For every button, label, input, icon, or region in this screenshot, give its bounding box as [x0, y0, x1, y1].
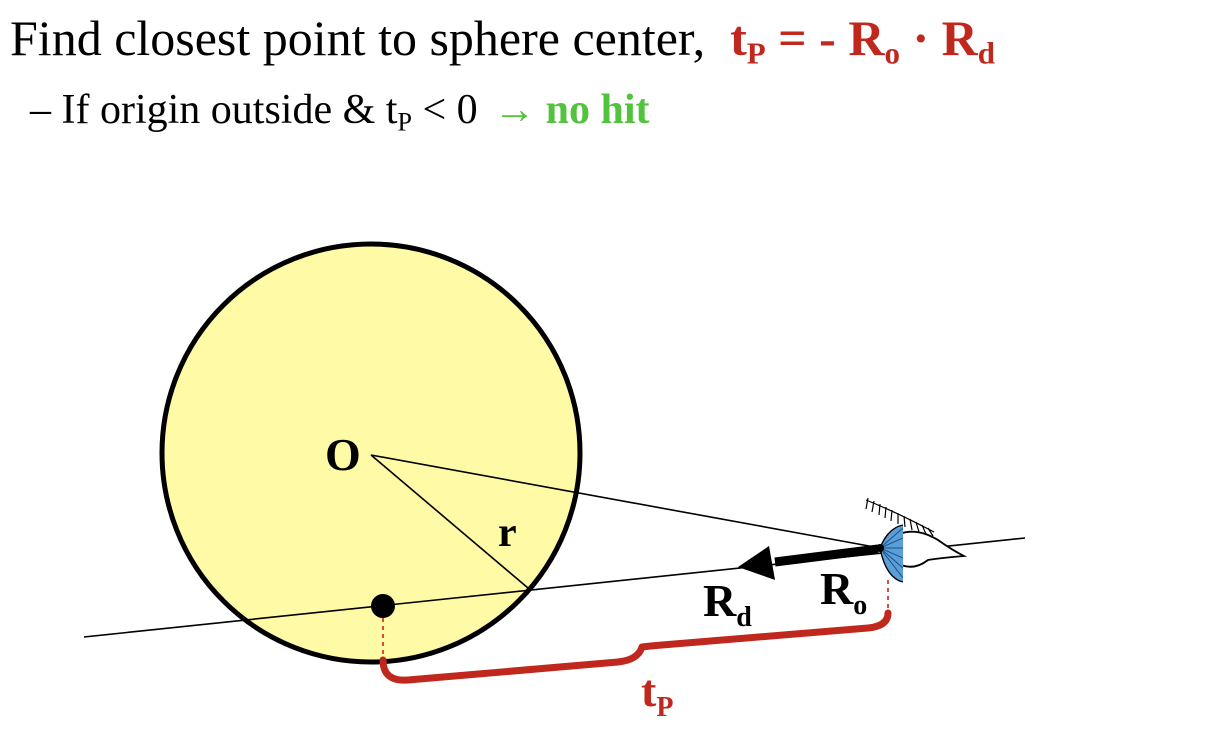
closest-point	[371, 594, 395, 618]
formula: tP = - Ro · Rd	[718, 10, 995, 71]
formula-dot: ·	[899, 10, 942, 66]
bullet-cmp: < 0	[411, 87, 478, 133]
direction-label-sub: d	[736, 602, 752, 633]
center-to-origin-line	[370, 454, 881, 549]
tp-label: tP	[641, 665, 673, 723]
eye-icon	[865, 497, 968, 583]
origin-label-main: R	[820, 563, 854, 614]
formula-r1: R	[848, 10, 885, 66]
formula-lhs: t	[730, 10, 747, 66]
radius-label: r	[498, 510, 517, 556]
tp-label-main: t	[641, 665, 657, 716]
heading-line: Find closest point to sphere center, tP …	[10, 6, 995, 86]
tp-label-sub: P	[656, 692, 673, 723]
center-label: O	[325, 429, 361, 480]
sphere	[159, 241, 583, 665]
origin-label-sub: o	[853, 590, 867, 621]
no-hit-text: no hit	[545, 87, 650, 133]
direction-arrow-head	[738, 546, 775, 580]
origin-label: Ro	[820, 563, 867, 621]
bullet-text: If origin outside & t	[61, 87, 398, 133]
radius-line	[370, 454, 529, 589]
bullet-line: – If origin outside & tP < 0 →no hit	[30, 82, 650, 150]
formula-eq: = -	[765, 10, 849, 66]
direction-arrow-shaft	[774, 544, 879, 567]
arrow-icon: →	[493, 87, 536, 133]
formula-lhs-sub: P	[746, 35, 766, 71]
direction-label-main: R	[703, 575, 737, 626]
bullet-sub: P	[397, 107, 412, 137]
heading-text: Find closest point to sphere center,	[10, 10, 706, 66]
direction-label: Rd	[703, 575, 752, 633]
formula-r2-sub: d	[977, 35, 995, 71]
formula-r2: R	[941, 10, 978, 66]
bullet-dash: –	[30, 87, 62, 133]
tp-brace	[379, 609, 892, 684]
formula-r1-sub: o	[884, 35, 900, 71]
